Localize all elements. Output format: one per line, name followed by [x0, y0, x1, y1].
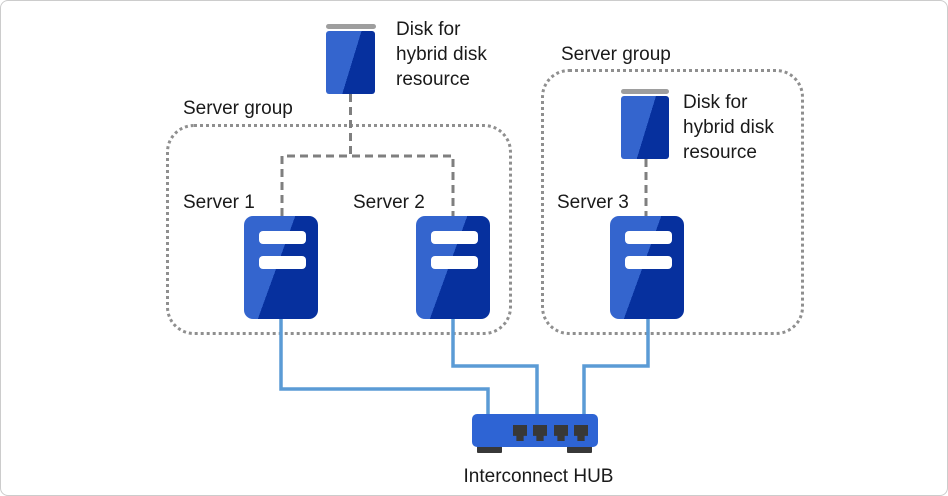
hub-port [554, 425, 568, 441]
server-slot [431, 231, 478, 244]
server-group-2-box [541, 69, 804, 335]
server2-icon [416, 216, 490, 319]
shared-hybrid-disk-label: Disk for hybrid disk resource [396, 19, 487, 90]
hub-port [574, 425, 588, 441]
server3-icon [610, 216, 684, 319]
hub-port [513, 425, 527, 441]
server1-icon [244, 216, 318, 319]
server-slot [259, 231, 306, 244]
hub-foot [477, 446, 502, 453]
server-slot [259, 256, 306, 269]
server-group-1-label: Server group [183, 98, 293, 119]
server-slot [625, 231, 672, 244]
disk-cap [621, 89, 669, 94]
disk-body [326, 31, 375, 94]
server-slot [431, 256, 478, 269]
hub-port [533, 425, 547, 441]
group2-hybrid-disk-label: Disk for hybrid disk resource [683, 92, 774, 163]
interconnect-hub-label: Interconnect HUB [463, 466, 614, 487]
server1-label: Server 1 [183, 192, 255, 213]
hub-body [472, 414, 598, 447]
server-group-2-label: Server group [561, 44, 671, 65]
server2-label: Server 2 [353, 192, 425, 213]
disk-cap [326, 24, 376, 29]
server-slot [625, 256, 672, 269]
interconnect-hub-icon [472, 414, 598, 453]
server3-label: Server 3 [557, 192, 629, 213]
hub-foot [567, 446, 592, 453]
disk-body [621, 96, 669, 159]
